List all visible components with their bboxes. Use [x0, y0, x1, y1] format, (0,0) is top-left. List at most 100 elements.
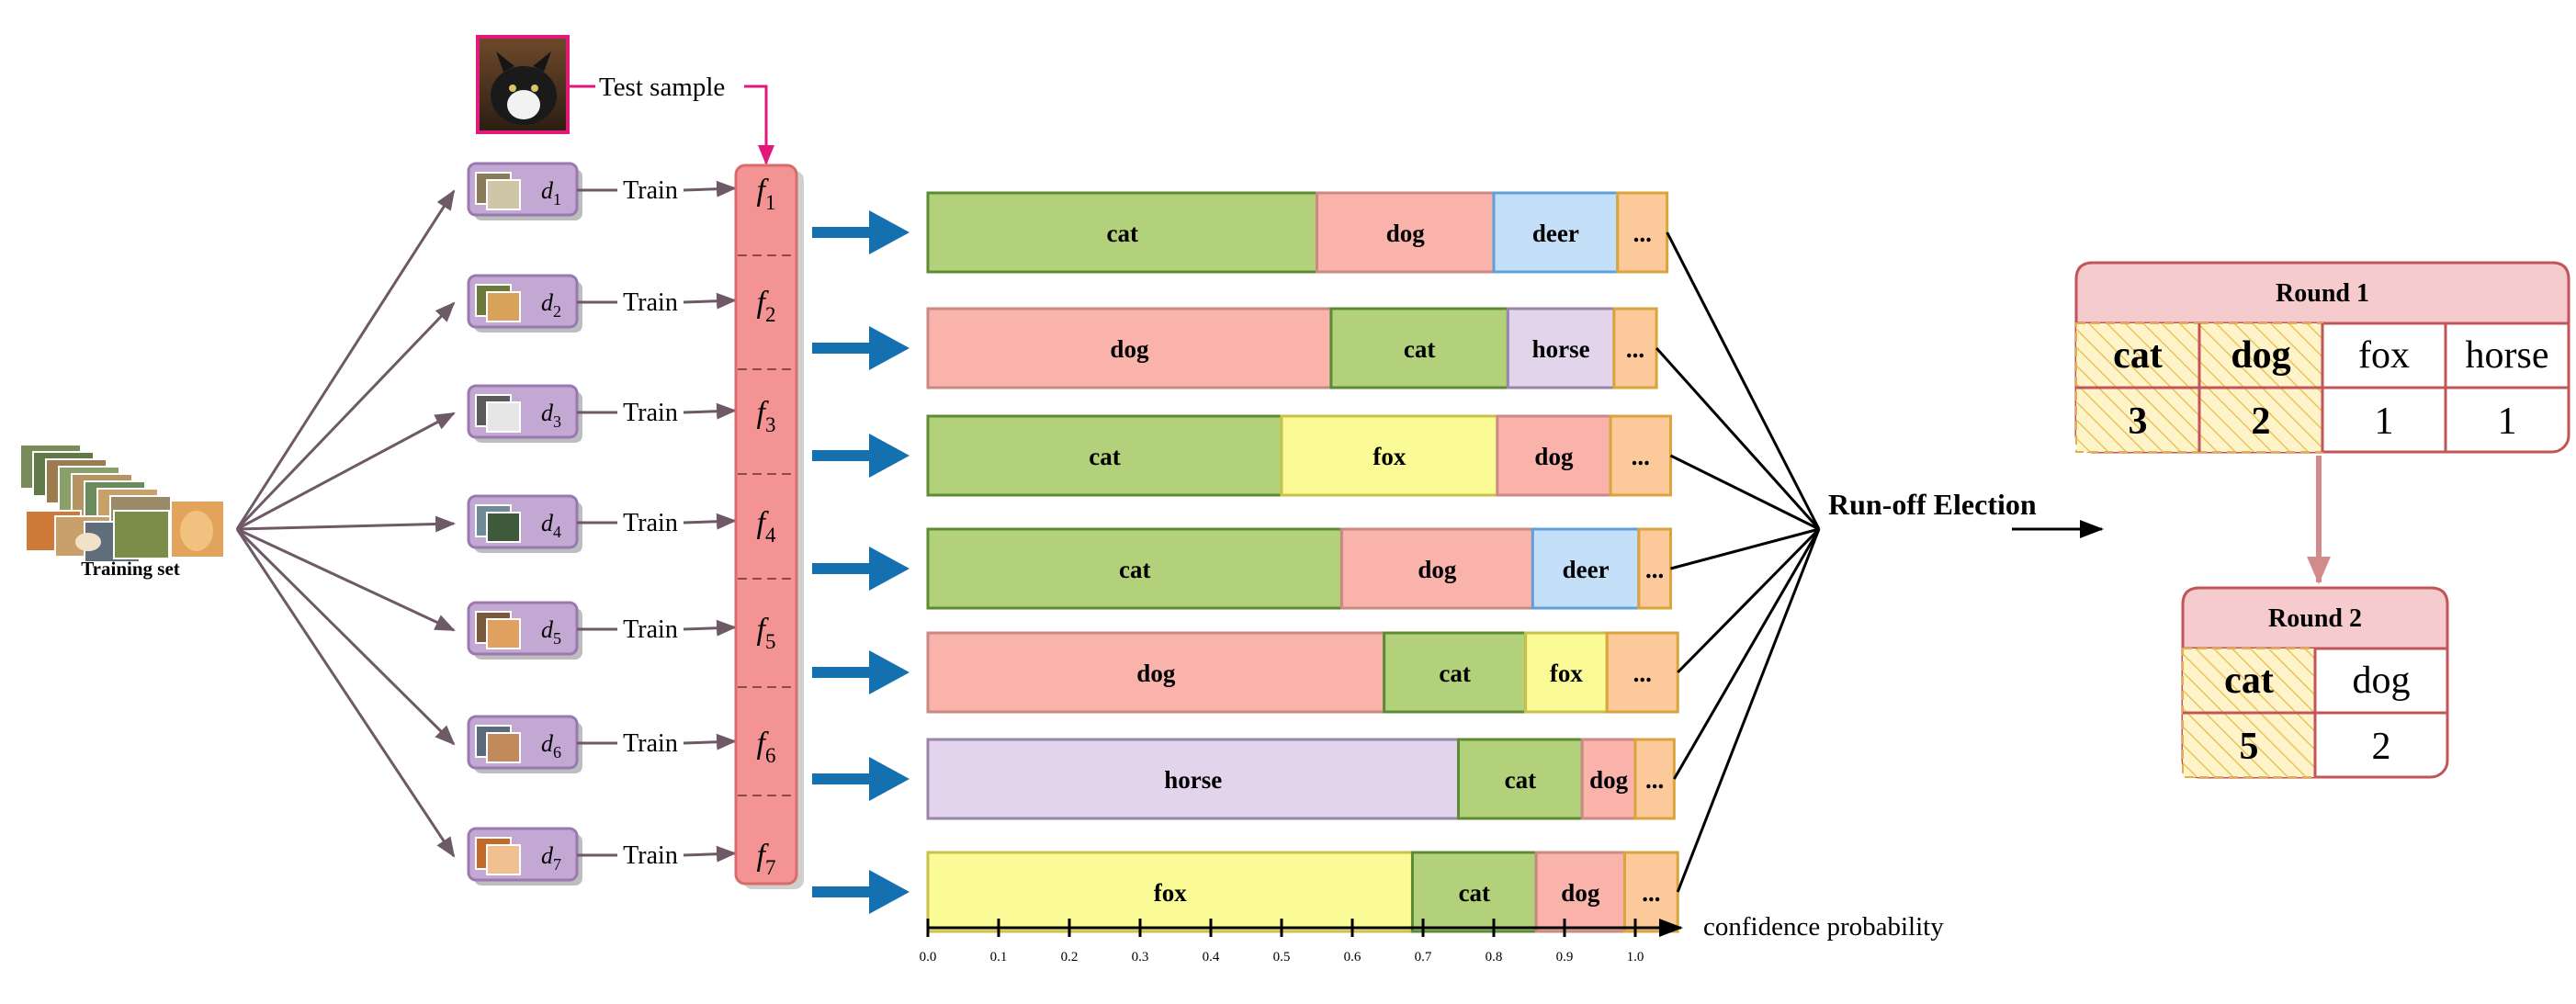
dataset-1: d1 [467, 162, 582, 220]
train-label-7: Train [623, 841, 678, 870]
bar-label-dog: dog [1418, 556, 1457, 583]
train-label-3: Train [623, 399, 678, 427]
dataset-label: d5 [541, 616, 561, 648]
vote-lines [1655, 231, 1821, 893]
train-arrow-6 [683, 733, 737, 750]
train-label-2: Train [623, 288, 678, 317]
bar-label-horse: horse [1532, 335, 1590, 363]
dataset-label-symbol: d [541, 289, 554, 316]
dataset-thumb-front [486, 401, 521, 433]
dataset-thumb-front [486, 844, 521, 875]
model-4-label-subscript: 4 [765, 524, 776, 547]
runoff-election-label: Run-off Election [1828, 488, 2037, 521]
votes-horse: 1 [2498, 400, 2517, 443]
dataset-4: d4 [467, 494, 582, 553]
bar-label-fox: fox [1550, 660, 1583, 687]
dataset-label-symbol: d [541, 510, 554, 536]
bar-label-cat: cat [1119, 556, 1150, 583]
train-arrow-5 [683, 619, 737, 637]
bar-segment-moremoremore [1637, 527, 1672, 610]
train-arrow-3 [683, 402, 737, 420]
prediction-arrow-head-2 [869, 326, 910, 370]
candidate-horse: horse [2466, 334, 2549, 377]
dataset-label-symbol: d [541, 400, 554, 426]
dataset-thumb-front [486, 618, 521, 649]
axis-tick-label: 0.2 [1061, 950, 1079, 965]
prediction-arrow-head-6 [869, 757, 910, 801]
bar-label-fox: fox [1373, 443, 1406, 470]
bar-label-moremoremore: ... [1632, 443, 1650, 470]
bar-segment-dog [1496, 414, 1612, 497]
round-header [2074, 261, 2570, 325]
training-set-image-stack [19, 444, 225, 563]
bar-segment-moremoremore [1633, 738, 1676, 820]
bar-label-moremoremore: ... [1645, 766, 1664, 794]
fan-arrow-6 [235, 527, 456, 746]
prediction-arrow-head-3 [869, 434, 910, 478]
bar-label-fox: fox [1154, 879, 1187, 907]
axis-tick-label: 0.1 [990, 950, 1008, 965]
dataset-6: d6 [467, 715, 582, 773]
bar-label-moremoremore: ... [1626, 335, 1644, 363]
dataset-3: d3 [467, 384, 582, 443]
vote-line-1 [1666, 231, 1821, 530]
bar-label-dog: dog [1534, 443, 1574, 470]
candidate-dog: dog [2353, 660, 2411, 702]
bar-segment-fox [1524, 631, 1609, 714]
axis-tick-label: 0.8 [1486, 950, 1503, 965]
runoff-election: Run-off Election [1828, 488, 2104, 538]
dataset-thumb-front [486, 179, 521, 210]
fan-arrow-1 [235, 189, 456, 530]
train-label-5: Train [623, 615, 678, 644]
test-sample-image [476, 35, 570, 134]
test-sample-label: Test sample [599, 73, 725, 102]
dataset-label-symbol: d [541, 842, 554, 869]
dataset-label-subscript: 6 [553, 743, 561, 761]
bar-label-dog: dog [1561, 879, 1600, 907]
vote-line-7 [1676, 528, 1821, 893]
train-label-4: Train [623, 509, 678, 537]
bar-segment-cat [926, 527, 1343, 610]
prediction-arrow-head-7 [869, 870, 910, 914]
dataset-label-subscript: 7 [553, 855, 561, 874]
round-title: Round 1 [2276, 279, 2369, 308]
fan-arrow-2 [235, 301, 456, 531]
bar-segment-dog [1316, 191, 1496, 274]
fan-arrow-3 [236, 412, 456, 531]
prediction-arrow-head-1 [869, 210, 910, 254]
train-arrow-1 [683, 180, 737, 197]
training-set-label: Training set [81, 558, 180, 580]
bar-segment-fox [1280, 414, 1499, 497]
dataset-5: d5 [467, 601, 582, 660]
bar-label-moremoremore: ... [1633, 660, 1652, 687]
test-sample: Test sample [476, 35, 774, 165]
axis-tick-label: 0.9 [1556, 950, 1574, 965]
bar-segment-moremoremore [1612, 307, 1658, 389]
bar-label-dog: dog [1386, 220, 1426, 247]
dataset-label-subscript: 2 [553, 302, 561, 321]
axis-tick-label: 0.0 [920, 950, 937, 965]
fan-out-arrows [235, 189, 456, 858]
round-header [2181, 586, 2449, 650]
model-7-label-subscript: 7 [765, 856, 776, 879]
bar-label-deer: deer [1563, 556, 1610, 583]
model-5-label-subscript: 5 [765, 630, 776, 653]
model-3-label-subscript: 3 [765, 413, 776, 436]
dataset-label: d3 [541, 400, 561, 431]
dataset-label-symbol: d [541, 177, 554, 204]
train-label-1: Train [623, 176, 678, 205]
dataset-thumb-front [486, 512, 521, 543]
bar-label-dog: dog [1589, 766, 1629, 794]
dataset-label: d6 [541, 730, 561, 761]
candidate-fox: fox [2358, 334, 2410, 377]
dataset-thumb-front [486, 732, 521, 763]
bar-segment-cat [1329, 307, 1509, 389]
